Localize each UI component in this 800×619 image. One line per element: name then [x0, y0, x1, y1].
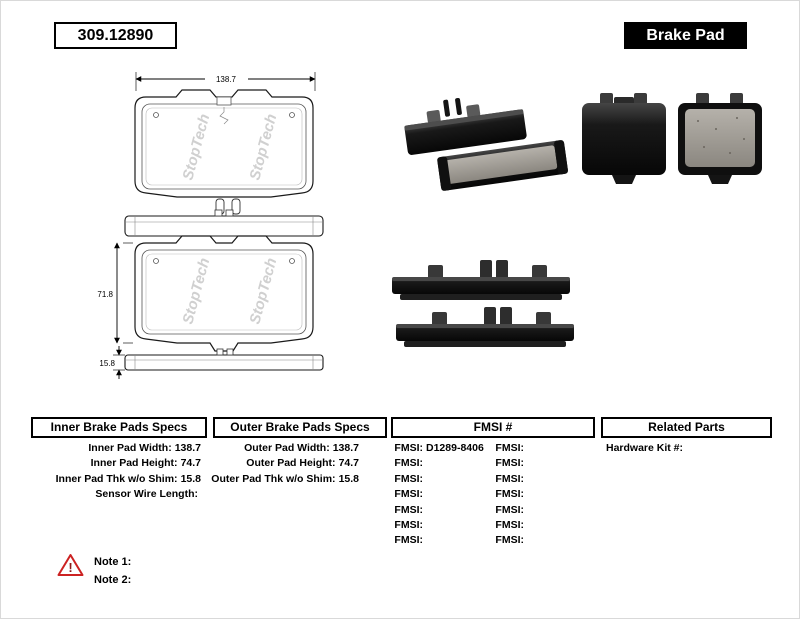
pad-edge-view-drawing	[124, 348, 324, 371]
fmsi-row: FMSI: FMSI:	[391, 533, 595, 548]
fmsi-value	[423, 503, 484, 518]
spec-row: Outer Pad Thk w/o Shim: 15.8	[211, 472, 387, 487]
fmsi-row: FMSI: FMSI:	[391, 503, 595, 518]
technical-drawing: 138.7 StopTech StopTech	[97, 72, 324, 379]
outer-pad-drawing: StopTech StopTech	[134, 235, 314, 352]
spec-label: Inner Pad Thk w/o Shim:	[55, 472, 178, 485]
fmsi-label: FMSI:	[495, 488, 524, 501]
fmsi-label: FMSI:	[495, 442, 524, 454]
fmsi-label: FMSI:	[495, 503, 524, 516]
spec-row: Inner Pad Height: 74.7	[31, 456, 207, 471]
width-dimension: 138.7	[135, 72, 316, 91]
spec-row: Sensor Wire Length:	[31, 487, 207, 502]
fmsi-label: FMSI:	[394, 472, 423, 485]
fmsi-label: FMSI:	[394, 457, 423, 470]
spec-row: Hardware Kit #:	[601, 441, 772, 456]
notes: Note 1: Note 2:	[94, 553, 131, 589]
product-photos	[392, 93, 762, 347]
photo-pads-angled	[404, 98, 568, 191]
spec-label: Inner Pad Height:	[90, 457, 178, 470]
fmsi-value	[524, 456, 595, 471]
fmsi-value: D1289-8406	[426, 442, 484, 454]
inner-pad-drawing: StopTech StopTech	[134, 89, 314, 198]
spec-row: Outer Pad Height: 74.7	[213, 456, 387, 471]
fmsi-value	[423, 472, 484, 487]
related-parts-table: Related Parts Hardware Kit #:	[601, 417, 772, 456]
fmsi-row: FMSI: FMSI:	[391, 472, 595, 487]
spec-label: Sensor Wire Length:	[95, 488, 198, 501]
width-dimension-label: 138.7	[216, 75, 237, 84]
fmsi-header: FMSI #	[391, 417, 595, 438]
fmsi-value	[423, 487, 484, 502]
fmsi-row: FMSI: FMSI:	[391, 487, 595, 502]
note-2: Note 2:	[94, 574, 132, 586]
photo-pads-stacked	[392, 260, 574, 347]
spec-row: Inner Pad Width: 138.7	[31, 441, 207, 456]
fmsi-value	[524, 487, 595, 502]
inner-specs-table: Inner Brake Pads Specs Inner Pad Width: …	[31, 417, 207, 503]
spec-row: Inner Pad Thk w/o Shim: 15.8	[31, 472, 207, 487]
fmsi-value	[423, 533, 484, 548]
fmsi-label: FMSI:	[394, 488, 423, 501]
photo-pads-front-back	[582, 93, 762, 184]
spec-row: Outer Pad Width: 138.7	[213, 441, 387, 456]
fmsi-label: FMSI:	[495, 534, 524, 547]
thickness-dimension: 15.8	[99, 346, 125, 379]
spec-label: Inner Pad Width:	[88, 442, 172, 454]
warning-triangle-icon: !	[57, 554, 84, 576]
fmsi-table: FMSI # FMSI: D1289-8406 FMSI: FMSI: FMSI…	[391, 417, 595, 549]
fmsi-row: FMSI: D1289-8406 FMSI:	[391, 441, 595, 456]
spec-label: Outer Pad Width:	[244, 442, 330, 454]
part-number: 309.12890	[54, 22, 177, 49]
spec-value: 15.8	[180, 472, 201, 485]
product-type-badge: Brake Pad	[624, 22, 747, 49]
fmsi-value	[423, 456, 484, 471]
related-parts-header: Related Parts	[601, 417, 772, 438]
note-1: Note 1:	[94, 556, 132, 568]
spec-value: 15.8	[338, 472, 359, 485]
inner-specs-header: Inner Brake Pads Specs	[31, 417, 207, 438]
thickness-dimension-label: 15.8	[99, 359, 115, 368]
fmsi-label: FMSI:	[495, 519, 524, 532]
fmsi-label: FMSI:	[495, 472, 524, 485]
fmsi-value	[524, 533, 595, 548]
fmsi-value	[524, 472, 595, 487]
fmsi-row: FMSI: FMSI:	[391, 518, 595, 533]
height-dimension: 71.8	[97, 242, 133, 344]
fmsi-label: FMSI:	[394, 534, 423, 547]
fmsi-label: FMSI:	[394, 519, 423, 532]
spec-label: Outer Pad Thk w/o Shim:	[211, 472, 336, 485]
fmsi-label: FMSI:	[394, 503, 423, 516]
spec-value: 138.7	[174, 442, 201, 454]
spec-value: 74.7	[180, 457, 201, 470]
height-dimension-label: 71.8	[97, 290, 113, 299]
spec-value: 74.7	[338, 457, 359, 470]
fmsi-value	[524, 503, 595, 518]
outer-specs-header: Outer Brake Pads Specs	[213, 417, 387, 438]
spec-value: 138.7	[332, 442, 359, 454]
warning-glyph: !	[68, 560, 72, 575]
fmsi-row: FMSI: FMSI:	[391, 456, 595, 471]
fmsi-value	[524, 441, 595, 456]
fmsi-label: FMSI:	[495, 457, 524, 470]
fmsi-value	[423, 518, 484, 533]
pad-top-view-drawing	[124, 209, 324, 237]
spec-label: Hardware Kit #:	[606, 442, 684, 454]
outer-specs-table: Outer Brake Pads Specs Outer Pad Width: …	[211, 417, 387, 487]
fmsi-label: FMSI:	[394, 442, 423, 454]
fmsi-value	[524, 518, 595, 533]
spec-label: Outer Pad Height:	[246, 457, 336, 470]
